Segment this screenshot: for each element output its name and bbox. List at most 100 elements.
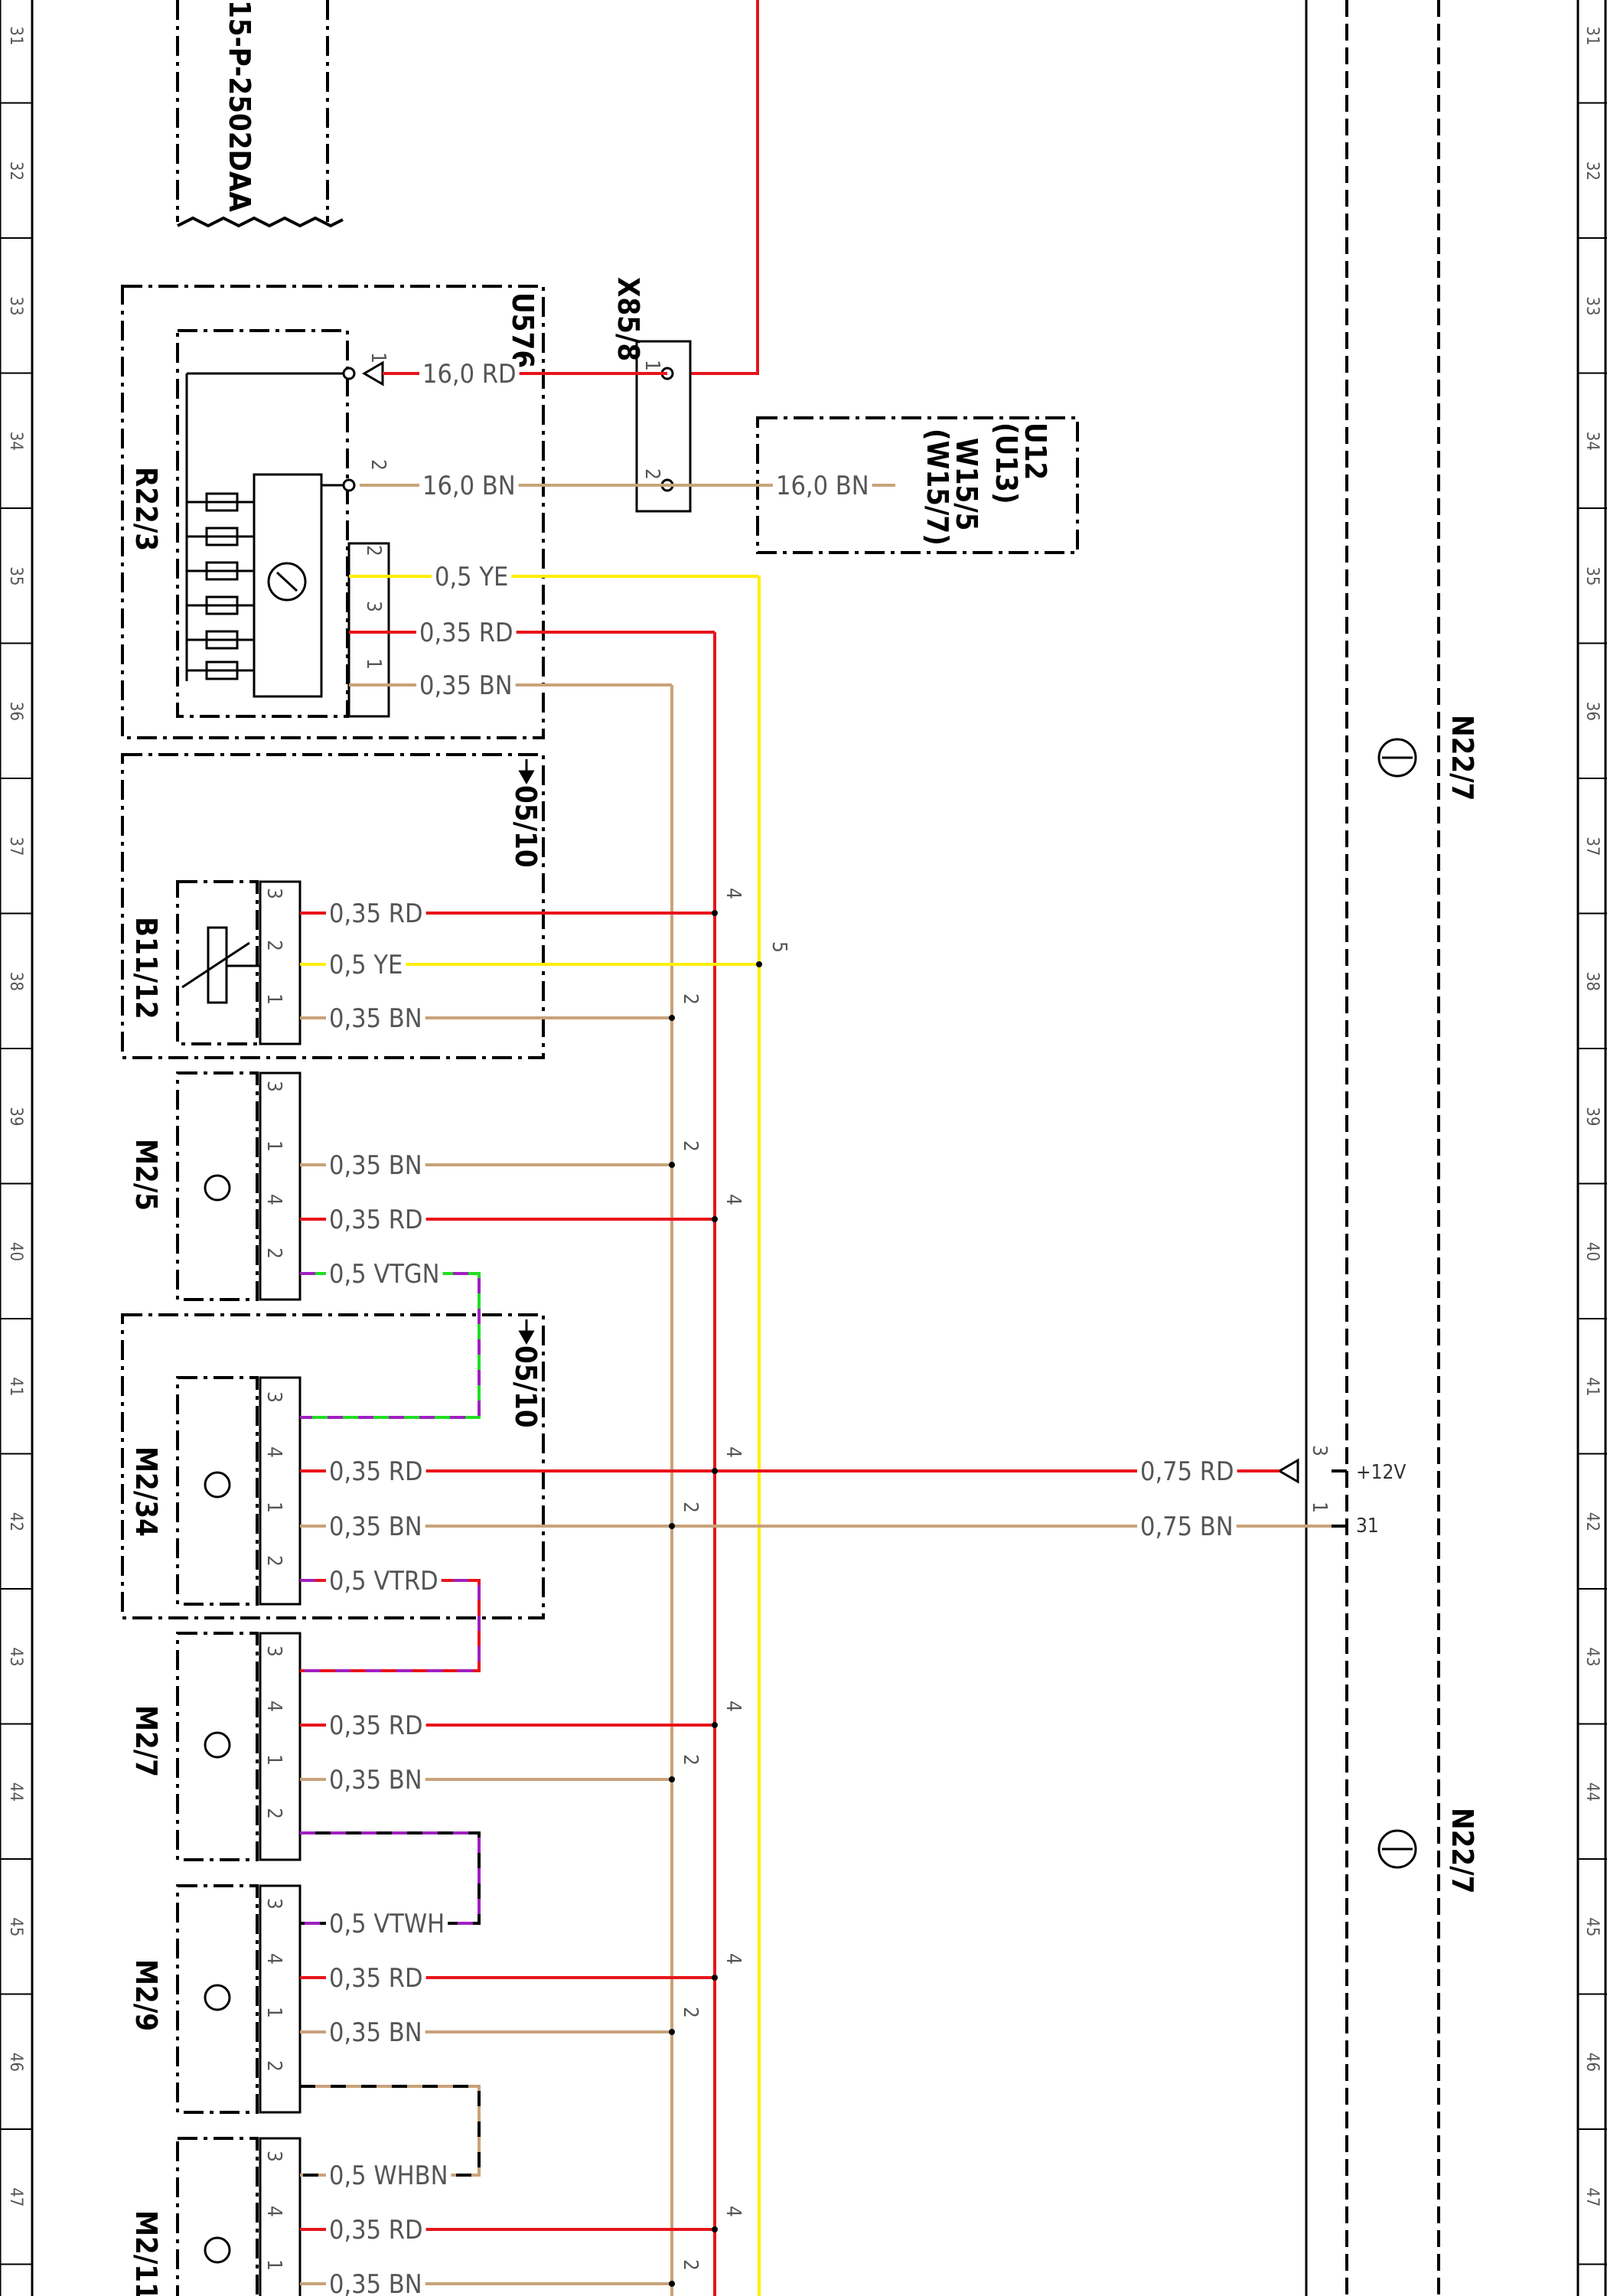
pin-number: 1 bbox=[362, 658, 385, 670]
pin-number: 3 bbox=[362, 601, 385, 612]
junction-dot bbox=[712, 1975, 718, 1981]
row-number-right: 36 bbox=[1583, 702, 1602, 721]
junction-dot bbox=[712, 1468, 718, 1474]
pin-number: 1 bbox=[262, 2007, 285, 2018]
wires bbox=[300, 372, 1347, 2296]
row-number-left: 39 bbox=[6, 1107, 25, 1126]
pin-number: 3 bbox=[262, 1645, 285, 1657]
junction-dot bbox=[669, 1015, 675, 1021]
ref-1-arrow bbox=[518, 759, 535, 785]
row-number-left: 35 bbox=[6, 566, 25, 585]
wire-label-m25_4: 0,35 RD bbox=[329, 1205, 423, 1235]
n22-label-lower: N22/7 bbox=[1446, 1808, 1479, 1893]
ref-box-2 bbox=[121, 1313, 545, 1619]
r22-pins bbox=[321, 360, 390, 718]
row-number-right: 33 bbox=[1583, 296, 1602, 315]
pin-number: 1 bbox=[262, 993, 285, 1005]
pin-number: 2 bbox=[679, 1140, 702, 1152]
m27-label: M2/7 bbox=[129, 1705, 163, 1777]
n22-bus-lines bbox=[1305, 0, 1440, 2296]
b11-pinblock bbox=[259, 880, 302, 1045]
junction-dot bbox=[712, 1216, 718, 1222]
pin-numbers: 1223132131423412341234123414522442424242… bbox=[262, 352, 1331, 2271]
pin-number: 1 bbox=[262, 1754, 285, 1766]
b11-box bbox=[176, 880, 259, 1045]
wire-label-m25_2: 0,5 VTGN bbox=[329, 1259, 440, 1290]
pin-number: 2 bbox=[262, 2060, 285, 2072]
wire-label-b11_2: 0,5 YE bbox=[329, 950, 403, 980]
wire-feed-rd bbox=[667, 0, 759, 375]
pin-number: 2 bbox=[679, 2007, 702, 2018]
wire-m25-2-stripe bbox=[300, 1272, 481, 1419]
r22-resistors bbox=[185, 372, 349, 681]
pin-number: 4 bbox=[722, 1701, 745, 1712]
m211-pinblock bbox=[259, 2137, 302, 2296]
row-number-left: 43 bbox=[6, 1647, 25, 1666]
pin-number: 3 bbox=[262, 1391, 285, 1403]
m234-box bbox=[176, 1376, 259, 1606]
wire-label-m211_4: 0,35 RD bbox=[329, 2215, 423, 2245]
b11-label: B11/12 bbox=[129, 917, 163, 1019]
n22-transistor-symbols bbox=[1377, 738, 1417, 1869]
wire-label-n22_rd: 0,75 RD bbox=[1140, 1456, 1234, 1487]
svg-text:2: 2 bbox=[641, 468, 663, 480]
m234-label: M2/34 bbox=[129, 1446, 163, 1537]
pin-number: 4 bbox=[722, 2206, 745, 2217]
row-number-left: 46 bbox=[6, 2053, 25, 2072]
m29-label: M2/9 bbox=[129, 1959, 163, 2031]
pin-number: 4 bbox=[722, 888, 745, 899]
pin-number: 4 bbox=[262, 1194, 285, 1205]
row-number-right: 39 bbox=[1583, 1107, 1602, 1126]
n22-ground-arrow bbox=[1277, 1458, 1299, 1484]
w15-label-2: (W15/7) bbox=[921, 429, 954, 546]
wire-label-w15: 16,0 BN bbox=[776, 471, 869, 501]
w15-label-1: W15/5 bbox=[950, 438, 983, 531]
wire-m29-2-stripe bbox=[300, 2085, 481, 2177]
row-number-right: 43 bbox=[1583, 1647, 1602, 1666]
row-number-right: 35 bbox=[1583, 566, 1602, 585]
wire-label-r22_1: 16,0 RD bbox=[422, 359, 517, 390]
pin-number: 1 bbox=[1308, 1502, 1331, 1513]
wire-label-m234_1: 0,35 BN bbox=[329, 1512, 422, 1542]
m29-pinblock bbox=[259, 1884, 302, 2114]
row-number-left: 33 bbox=[6, 296, 25, 315]
pin-number: 4 bbox=[722, 1194, 745, 1205]
m29-box bbox=[176, 1884, 259, 2114]
drawing-number-box bbox=[176, 0, 329, 222]
r22-label: R22/3 bbox=[129, 467, 163, 551]
m211-label: M2/11 bbox=[129, 2210, 163, 2296]
break-line bbox=[177, 216, 344, 228]
row-number-left: 34 bbox=[6, 432, 25, 451]
wire-label-m211_3: 0,5 WHBN bbox=[329, 2161, 448, 2191]
junction-dot bbox=[712, 1722, 718, 1728]
wire-label-m234_4: 0,35 RD bbox=[329, 1456, 423, 1487]
row-number-right: 47 bbox=[1583, 2187, 1602, 2206]
pin-number: 2 bbox=[262, 940, 285, 951]
row-number-right: 44 bbox=[1583, 1782, 1602, 1802]
pin-number: 1 bbox=[262, 1140, 285, 1152]
row-number-left: 44 bbox=[6, 1782, 25, 1802]
n22-pin-31: 31 bbox=[1356, 1515, 1379, 1538]
row-number-left: 47 bbox=[6, 2187, 25, 2206]
u576-label: U576 bbox=[506, 292, 539, 368]
row-number-right: 45 bbox=[1583, 1917, 1602, 1936]
pin-number: 2 bbox=[679, 1502, 702, 1513]
pin-number: 2 bbox=[679, 993, 702, 1005]
wire-m234-2-stripe bbox=[300, 1579, 481, 1672]
pin-number: 2 bbox=[362, 545, 385, 556]
wire-label-m29_1: 0,35 BN bbox=[329, 2017, 422, 2048]
n22-label-upper: N22/7 bbox=[1446, 715, 1479, 801]
junction-dot bbox=[756, 961, 762, 967]
junction-dot bbox=[669, 2029, 675, 2035]
pin-number: 4 bbox=[262, 1701, 285, 1712]
wire-label-b11_1: 0,35 BN bbox=[329, 1003, 422, 1034]
pin-number: 3 bbox=[1308, 1445, 1331, 1456]
r22-inner-box bbox=[176, 329, 349, 718]
wire-label-m29_3: 0,5 VTWH bbox=[329, 1909, 445, 1939]
row-number-left: 37 bbox=[6, 837, 25, 856]
row-number-right: 38 bbox=[1583, 972, 1602, 991]
